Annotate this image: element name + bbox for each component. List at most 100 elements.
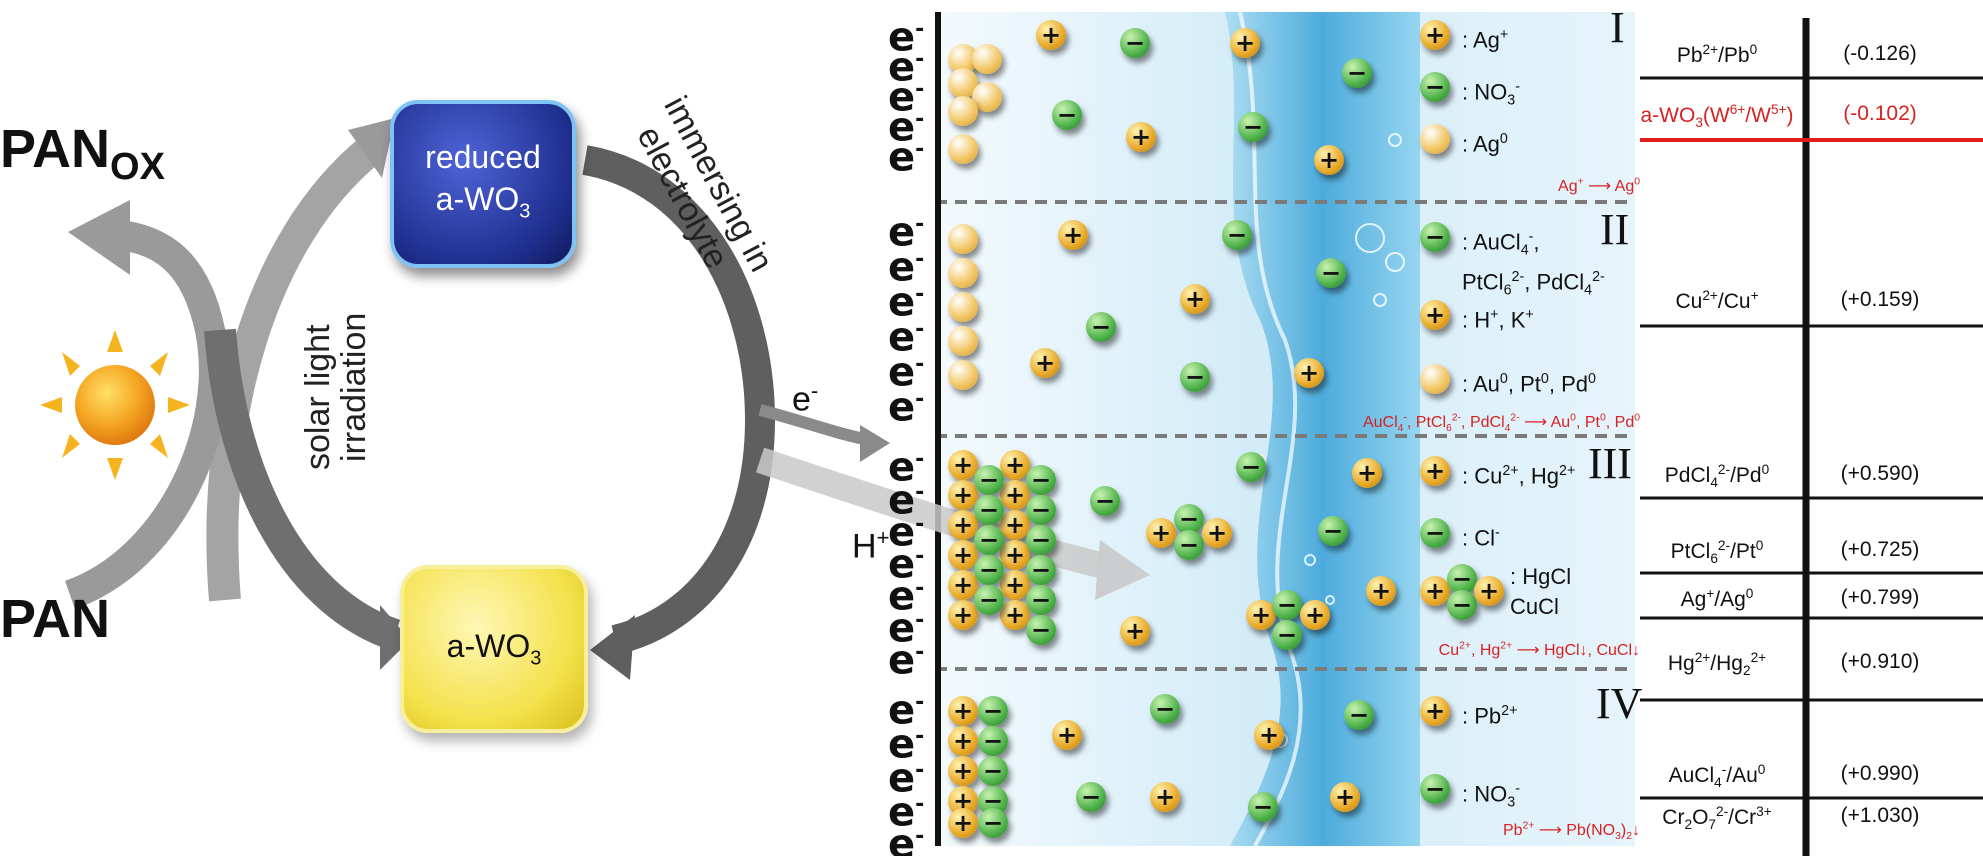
electron-symbol: e- <box>888 605 925 652</box>
minus-ion: − <box>974 495 1004 525</box>
redox-couple: AuCl4-/Au0 <box>1668 762 1766 791</box>
plus-ion: + <box>1150 782 1180 812</box>
legend-minus-ion: − <box>1420 774 1450 804</box>
plus-ion: + <box>948 450 978 480</box>
minus-ion: − <box>978 696 1008 726</box>
plus-ion: + <box>1366 576 1396 606</box>
plus-ion: + <box>1314 145 1344 175</box>
minus-ion: − <box>1026 465 1056 495</box>
neutral-ion <box>948 258 978 288</box>
minus-ion: − <box>1238 112 1268 142</box>
legend-neutral-ion <box>1420 364 1450 394</box>
redox-couple: PtCl62-/Pt0 <box>1670 538 1764 567</box>
legend-text: : NO3- <box>1462 79 1520 109</box>
plus-ion: + <box>1000 480 1030 510</box>
legend-text: : Ag+ <box>1462 27 1509 53</box>
legend-text: : H+, K+ <box>1462 307 1534 333</box>
redox-potential: (+1.030) <box>1840 804 1920 827</box>
e-minus-label: e- <box>792 378 819 419</box>
minus-ion: − <box>1180 362 1210 392</box>
redox-potential: (-0.102) <box>1843 102 1917 125</box>
redox-couple: Ag+/Ag0 <box>1680 586 1754 611</box>
plus-ion: + <box>1230 28 1260 58</box>
plus-ion: + <box>1000 570 1030 600</box>
electron-symbol: e- <box>888 721 925 768</box>
plus-ion: + <box>948 570 978 600</box>
minus-ion: − <box>1272 620 1302 650</box>
plus-ion: + <box>1000 600 1030 630</box>
sun-icon <box>40 330 190 480</box>
reaction-equation: Cu2+, Hg2+ ⟶ HgCl↓, CuCl↓ <box>1438 640 1640 659</box>
region-separators <box>935 200 1635 671</box>
legend-plus-ion: + <box>1420 300 1450 330</box>
minus-ion: − <box>1318 516 1348 546</box>
minus-ion: − <box>1052 100 1082 130</box>
legend-plus-ion: + <box>1420 456 1450 486</box>
plus-ion: + <box>1294 358 1324 388</box>
redox-potential: (-0.126) <box>1843 42 1917 65</box>
minus-ion: − <box>978 726 1008 756</box>
neutral-ion <box>948 224 978 254</box>
minus-ion: − <box>1026 495 1056 525</box>
electron-symbol: e- <box>888 314 925 361</box>
region-numeral: II <box>1600 205 1630 254</box>
electron-symbol: e- <box>888 821 925 856</box>
legend-minus-ion: − <box>1420 222 1450 252</box>
minus-ion: − <box>1344 700 1374 730</box>
plus-ion: + <box>948 756 978 786</box>
electron-symbol: e- <box>888 134 925 181</box>
plus-ion: + <box>1202 518 1232 548</box>
plus-ion: + <box>1000 450 1030 480</box>
reaction-equation: Ag+ ⟶ Ag0 <box>1558 176 1640 195</box>
legend-text: : AuCl4-,PtCl62-, PdCl42- <box>1462 229 1605 299</box>
electron-symbol: e- <box>888 789 925 836</box>
plus-ion: + <box>1052 720 1082 750</box>
electron-symbol: e- <box>888 74 925 121</box>
cycle-arrows <box>64 118 1150 680</box>
electron-symbol: e- <box>888 209 925 256</box>
region-numeral: I <box>1610 3 1625 52</box>
electron-symbol: e- <box>888 14 925 61</box>
minus-ion: − <box>974 585 1004 615</box>
redox-couple: Cu2+/Cu+ <box>1675 288 1759 313</box>
legend-text: : Pb2+ <box>1462 703 1518 729</box>
electron-symbol: e- <box>888 541 925 588</box>
minus-ion: − <box>1272 590 1302 620</box>
minus-ion: − <box>1174 530 1204 560</box>
plus-ion: + <box>948 510 978 540</box>
plus-ion: + <box>1180 284 1210 314</box>
minus-ion: − <box>1222 220 1252 250</box>
plus-ion: + <box>948 600 978 630</box>
minus-ion: − <box>978 756 1008 786</box>
electron-symbol: e- <box>888 509 925 556</box>
neutral-ion <box>948 326 978 356</box>
minus-ion: − <box>1316 258 1346 288</box>
minus-ion: − <box>1026 585 1056 615</box>
electron-symbol: e- <box>888 573 925 620</box>
legend-minus-ion: − <box>1420 72 1450 102</box>
plus-ion: + <box>1036 20 1066 50</box>
legend-text: : Cu2+, Hg2+ <box>1462 463 1576 489</box>
plus-ion: + <box>1126 122 1156 152</box>
plus-ion: + <box>1000 510 1030 540</box>
legend-text: : Ag0 <box>1462 131 1508 157</box>
neutral-ion <box>948 292 978 322</box>
plus-ion: + <box>1030 348 1060 378</box>
legend-cluster-ion: + <box>1474 576 1504 606</box>
legend-plus-ion: + <box>1420 696 1450 726</box>
electron-symbol: e- <box>888 637 925 684</box>
legend-text: : Au0, Pt0, Pd0 <box>1462 371 1596 397</box>
minus-ion: − <box>1026 615 1056 645</box>
electron-symbol: e- <box>888 755 925 802</box>
plus-ion: + <box>948 540 978 570</box>
neutral-ion <box>948 134 978 164</box>
redox-potential: (+0.990) <box>1840 762 1920 785</box>
redox-potential: (+0.725) <box>1840 538 1920 561</box>
neutral-ion <box>948 96 978 126</box>
redox-potential: (+0.590) <box>1840 462 1920 485</box>
plus-ion: + <box>948 480 978 510</box>
electron-symbol: e- <box>888 444 925 491</box>
plus-ion: + <box>1146 518 1176 548</box>
minus-ion: − <box>1090 486 1120 516</box>
